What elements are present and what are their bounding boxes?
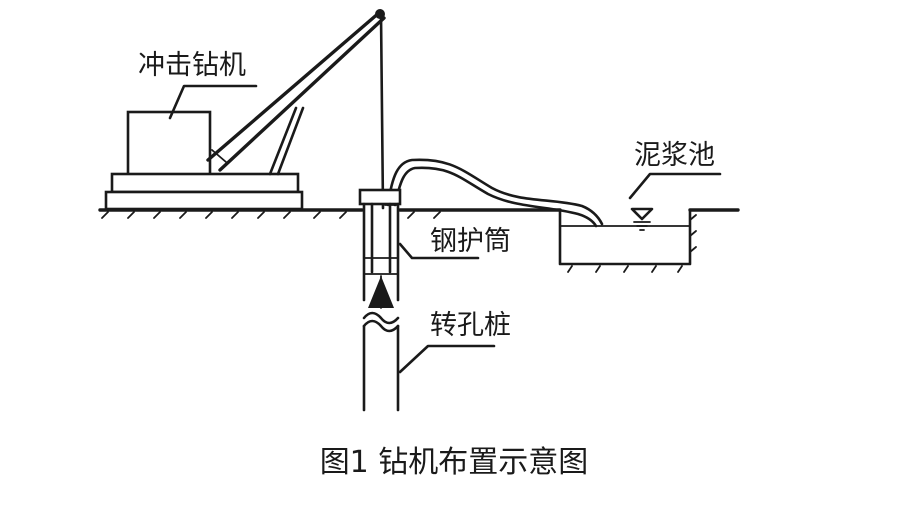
pile-break-marks bbox=[362, 311, 400, 325]
leader-lines bbox=[168, 84, 722, 374]
casing-collar bbox=[358, 188, 402, 206]
mud-pit bbox=[558, 207, 697, 273]
label-mud-pit: 泥浆池 bbox=[634, 140, 715, 171]
label-drill-rig: 冲击钻机 bbox=[138, 50, 246, 81]
hoist-rope bbox=[379, 12, 385, 210]
label-bored-pile: 转孔桩 bbox=[430, 310, 511, 341]
drill-rig bbox=[104, 9, 386, 211]
rig-upper-deck bbox=[110, 172, 300, 194]
label-steel-casing: 钢护筒 bbox=[430, 226, 511, 257]
rig-boom-brace bbox=[268, 106, 298, 176]
steel-casing-and-pile bbox=[358, 188, 402, 412]
rig-base-track bbox=[104, 190, 304, 211]
rig-engine-house bbox=[126, 110, 212, 178]
ground-line bbox=[98, 208, 740, 219]
mud-pipe bbox=[384, 158, 604, 228]
figure-caption: 图1 钻机布置示意图 bbox=[320, 445, 589, 480]
rig-boom bbox=[206, 10, 382, 162]
water-level-symbol bbox=[630, 207, 654, 221]
